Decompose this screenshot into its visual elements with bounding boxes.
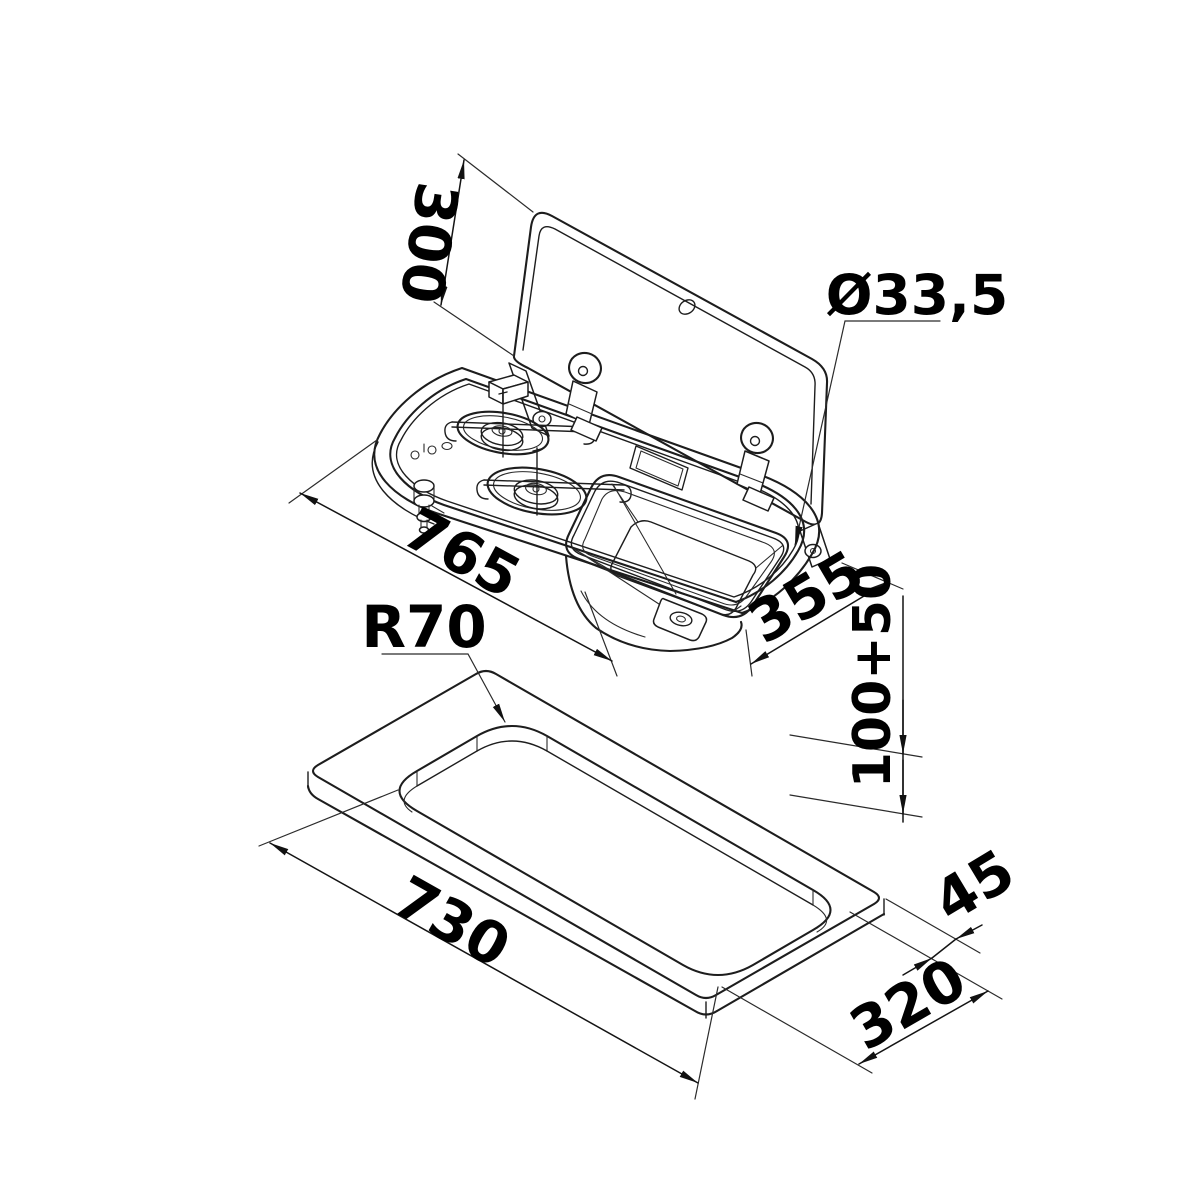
sink-surround-inner — [570, 480, 785, 612]
lid-hinge-right — [799, 522, 831, 568]
worktop-panel — [306, 669, 886, 1019]
dim-label-100-50: 100+50 — [843, 564, 903, 788]
dim-label-730: 730 — [383, 863, 522, 982]
lid-glass-thickness-line — [522, 226, 816, 505]
dim-label-r70: R70 — [361, 593, 486, 661]
burner-rear — [444, 374, 596, 458]
pan-support-bar — [451, 421, 589, 433]
dim-corner-radius-r70: R70 — [361, 593, 506, 723]
burner-rear-mount-block — [488, 374, 529, 405]
dim-label-hole-diameter: Ø33,5 — [826, 263, 1008, 327]
panel-thickness-edges — [307, 771, 885, 1019]
burner-front — [476, 447, 632, 516]
lid-hole — [678, 299, 696, 315]
dim-cutout-width-320: 320 — [721, 944, 989, 1074]
burner-cap — [480, 421, 524, 447]
panel-top-face — [311, 669, 881, 1000]
sink-wall-edges — [573, 483, 783, 616]
pan-support-ring — [456, 410, 550, 456]
dim-mounting-depth-100-50: 100+50 — [789, 564, 923, 823]
latch-clip-left — [565, 351, 603, 442]
sink-bottom — [610, 520, 757, 616]
dim-hole-diameter: Ø33,5 — [794, 263, 1008, 546]
dim-label-300: 300 — [386, 178, 471, 308]
lid-rest-recess — [629, 445, 689, 491]
latch-clip-right — [736, 421, 775, 512]
sink-drain — [652, 597, 708, 642]
lid-outline — [512, 211, 829, 526]
igniter-and-screws — [410, 441, 453, 460]
dim-lid-height-300: 300 — [386, 153, 534, 357]
thermocouple-pin — [498, 390, 508, 458]
dim-label-45: 45 — [922, 836, 1026, 936]
dim-label-320: 320 — [839, 944, 978, 1063]
panel-cutout-inner-wall — [403, 736, 828, 933]
